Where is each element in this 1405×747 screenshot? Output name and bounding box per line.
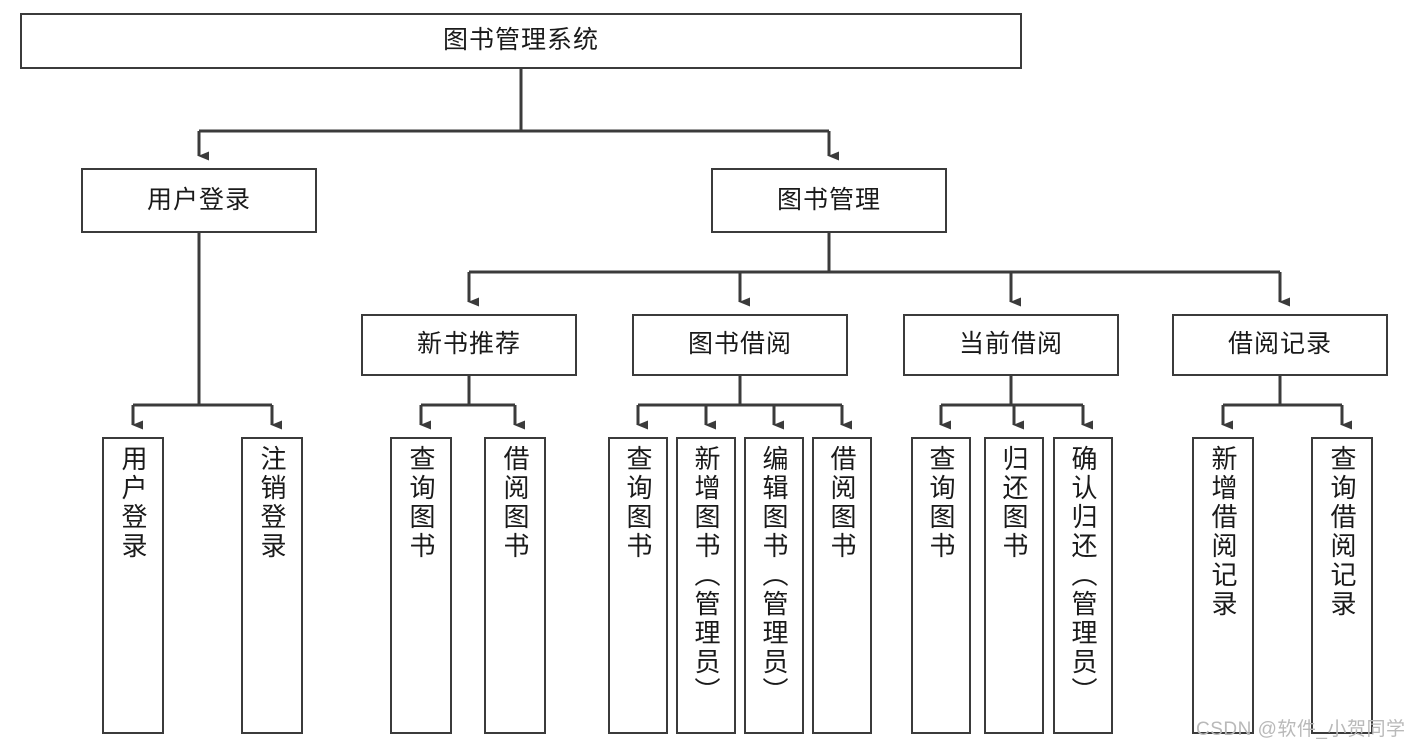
node-leaf-query-book-cur[interactable]: 查询图书 (911, 437, 971, 734)
node-leaf-return-book-label: 归还图书 (999, 445, 1029, 561)
node-leaf-add-book-admin[interactable]: 新增图书（管理员） (676, 437, 736, 734)
node-new-book-recommend-label: 新书推荐 (416, 330, 521, 359)
node-leaf-query-borrow-record[interactable]: 查询借阅记录 (1311, 437, 1373, 734)
node-leaf-logout-login[interactable]: 注销登录 (241, 437, 303, 734)
node-current-borrow[interactable]: 当前借阅 (903, 314, 1119, 376)
node-leaf-logout-login-label: 注销登录 (257, 445, 287, 561)
node-leaf-user-login[interactable]: 用户登录 (102, 437, 164, 734)
node-book-borrow-label: 图书借阅 (687, 330, 792, 359)
node-book-borrow[interactable]: 图书借阅 (632, 314, 848, 376)
node-system-title-label: 图书管理系统 (442, 26, 599, 55)
node-leaf-borrow-book-label: 借阅图书 (827, 445, 857, 561)
node-book-management-label: 图书管理 (776, 185, 881, 214)
node-leaf-query-book-rec-label: 查询图书 (406, 445, 436, 561)
node-leaf-add-borrow-record[interactable]: 新增借阅记录 (1192, 437, 1254, 734)
node-leaf-confirm-return-admin[interactable]: 确认归还（管理员） (1053, 437, 1113, 734)
node-borrow-record-label: 借阅记录 (1227, 330, 1332, 359)
node-leaf-query-book-label: 查询图书 (623, 445, 653, 561)
node-leaf-edit-book-admin-label: 编辑图书（管理员） (759, 445, 789, 706)
node-borrow-record[interactable]: 借阅记录 (1172, 314, 1388, 376)
node-leaf-add-book-admin-label: 新增图书（管理员） (691, 445, 721, 706)
node-leaf-query-book-rec[interactable]: 查询图书 (390, 437, 452, 734)
node-system-title[interactable]: 图书管理系统 (20, 13, 1022, 69)
node-new-book-recommend[interactable]: 新书推荐 (361, 314, 577, 376)
node-current-borrow-label: 当前借阅 (958, 330, 1063, 359)
node-leaf-user-login-label: 用户登录 (118, 445, 148, 561)
node-leaf-return-book[interactable]: 归还图书 (984, 437, 1044, 734)
node-leaf-edit-book-admin[interactable]: 编辑图书（管理员） (744, 437, 804, 734)
node-leaf-query-book[interactable]: 查询图书 (608, 437, 668, 734)
node-book-management[interactable]: 图书管理 (711, 168, 947, 233)
node-leaf-confirm-return-admin-label: 确认归还（管理员） (1068, 445, 1098, 706)
node-user-login[interactable]: 用户登录 (81, 168, 317, 233)
node-leaf-borrow-book[interactable]: 借阅图书 (812, 437, 872, 734)
node-user-login-label: 用户登录 (146, 185, 251, 214)
node-leaf-add-borrow-record-label: 新增借阅记录 (1208, 445, 1238, 619)
node-leaf-borrow-book-rec[interactable]: 借阅图书 (484, 437, 546, 734)
node-leaf-query-borrow-record-label: 查询借阅记录 (1327, 445, 1357, 619)
node-leaf-borrow-book-rec-label: 借阅图书 (500, 445, 530, 561)
node-leaf-query-book-cur-label: 查询图书 (926, 445, 956, 561)
